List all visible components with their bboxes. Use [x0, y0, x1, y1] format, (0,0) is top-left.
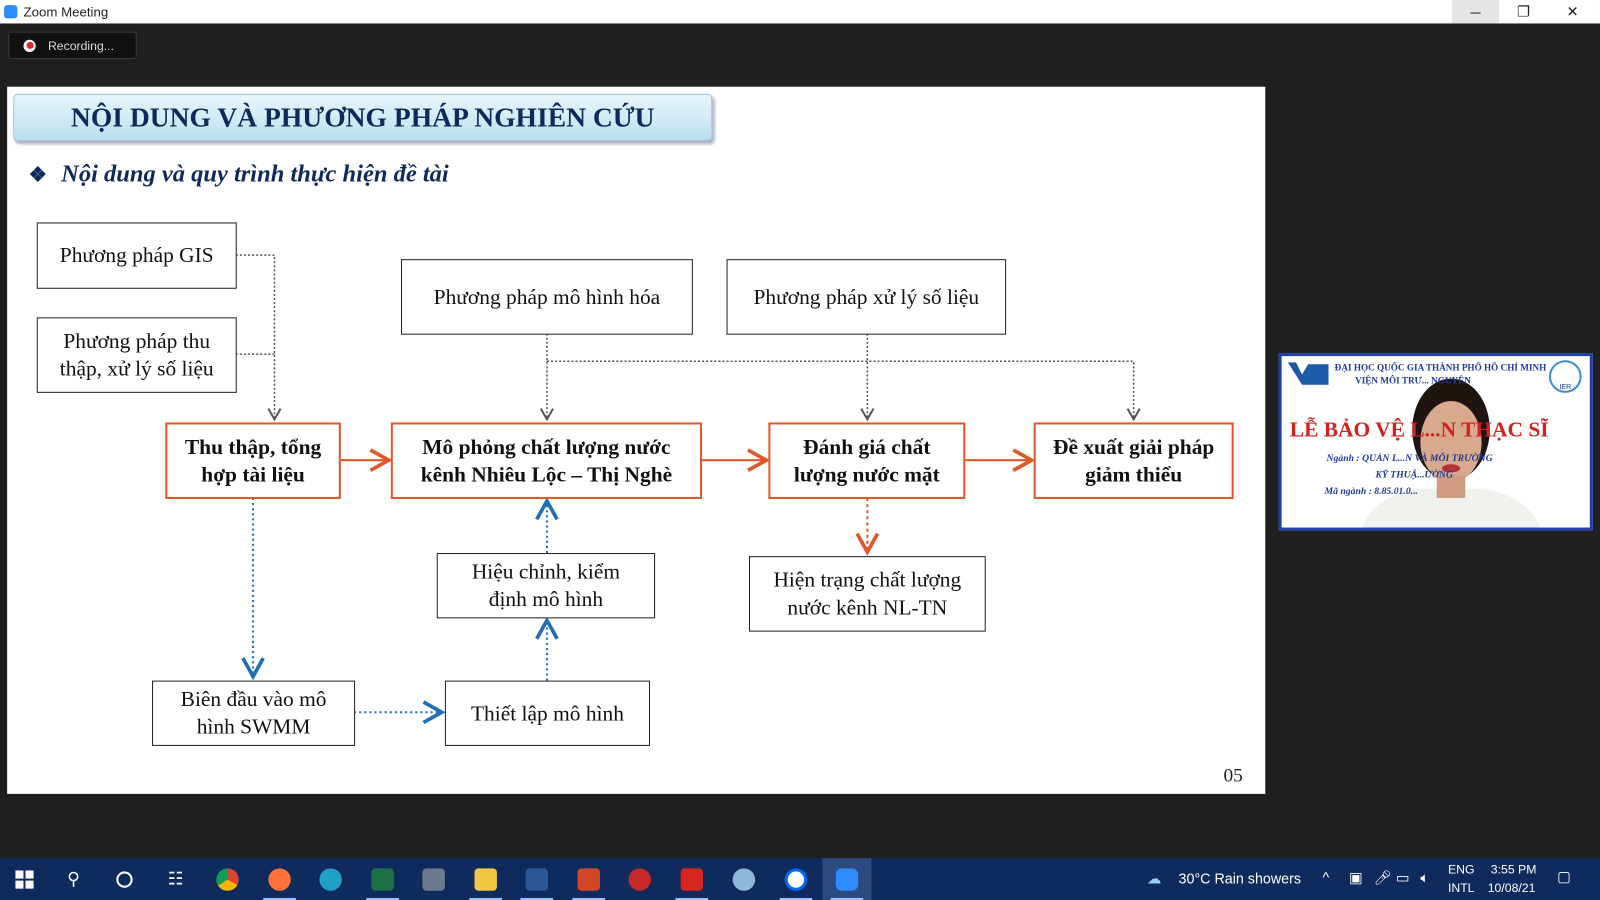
taskbar-excel[interactable] — [358, 858, 407, 900]
windows-icon — [15, 869, 34, 889]
box-calibrate-model: Hiệu chỉnh, kiểm định mô hình — [436, 553, 656, 619]
recording-indicator[interactable]: Recording... — [8, 31, 137, 60]
cortana-button[interactable] — [100, 858, 149, 900]
powerpoint-icon — [577, 867, 600, 891]
window-titlebar: Zoom Meeting ─ ❐ ✕ — [0, 0, 1600, 24]
edge-icon — [319, 867, 342, 891]
word-icon — [525, 867, 548, 891]
battery-icon[interactable]: ▭ — [1395, 869, 1410, 886]
box-collect-method: Phương pháp thu thập, xử lý số liệu — [36, 317, 237, 393]
window-title: Zoom Meeting — [23, 4, 109, 20]
zoom-app-icon — [4, 5, 18, 19]
box-modeling-method: Phương pháp mô hình hóa — [401, 259, 693, 335]
zalo-icon — [784, 867, 808, 891]
taskbar-word[interactable] — [512, 858, 561, 900]
minimize-button[interactable]: ─ — [1452, 0, 1499, 24]
taskbar-app-red[interactable] — [615, 858, 664, 900]
recording-label: Recording... — [47, 38, 114, 53]
video-banner-major: Ngành : QUẢN L...N VÀ MÔI TRƯỜNG — [1326, 454, 1493, 465]
box-gis-method: Phương pháp GIS — [36, 222, 237, 289]
participant-person — [1361, 378, 1541, 528]
restore-button[interactable]: ❐ — [1517, 3, 1530, 20]
university-logo-icon — [1287, 362, 1329, 385]
video-banner-code: Mã ngành : 8.85.01.0... — [1324, 486, 1418, 497]
folder-icon — [474, 867, 497, 891]
slide-subtitle: ❖ Nội dung và quy trình thực hiện đề tài — [29, 161, 449, 189]
clock-time[interactable]: 3:55 PM — [1490, 862, 1537, 877]
firefox-icon — [268, 867, 291, 891]
microphone-icon[interactable]: 🎤︎ — [1373, 869, 1392, 886]
chrome-icon — [216, 867, 239, 891]
slide-title: NỘI DUNG VÀ PHƯƠNG PHÁP NGHIÊN CỨU — [13, 93, 713, 141]
record-icon — [23, 39, 36, 52]
excel-icon — [371, 867, 394, 891]
video-banner-line2: VIỆN MÔI TRƯ... NGUYÊN — [1355, 375, 1471, 386]
language-code[interactable]: ENG — [1447, 862, 1475, 877]
video-banner-line1: ĐẠI HỌC QUỐC GIA THÀNH PHỐ HỒ CHÍ MINH — [1334, 362, 1547, 373]
institute-logo-icon: IER — [1548, 360, 1582, 393]
participant-video[interactable]: ĐẠI HỌC QUỐC GIA THÀNH PHỐ HỒ CHÍ MINH V… — [1278, 353, 1593, 531]
box-model-setup: Thiết lập mô hình — [444, 680, 650, 746]
task-view-button[interactable]: ☷ — [151, 858, 200, 900]
taskbar-zoom[interactable] — [822, 858, 872, 900]
box-assess-water-quality: Đánh giá chất lượng nước mặt — [768, 422, 966, 499]
taskbar-chrome[interactable] — [203, 858, 252, 900]
taskbar-file-explorer[interactable] — [461, 858, 510, 900]
show-hidden-icons[interactable]: ^ — [1322, 869, 1330, 886]
notifications-icon[interactable]: ▢ — [1557, 868, 1571, 885]
page-number: 05 — [1223, 765, 1243, 787]
keyboard-layout[interactable]: INTL — [1447, 880, 1475, 895]
box-boundary-input: Biên đầu vào mô hình SWMM — [152, 680, 356, 746]
logo-text: IER — [1559, 383, 1572, 391]
close-button[interactable]: ✕ — [1566, 3, 1579, 20]
taskbar-paint[interactable] — [719, 858, 768, 900]
weather-icon: ☁ — [1146, 870, 1162, 887]
video-banner-title: LỄ BẢO VỆ L...N THẠC SĨ — [1289, 417, 1549, 442]
start-button[interactable] — [0, 858, 49, 900]
taskbar-calculator[interactable] — [409, 858, 458, 900]
taskbar-firefox[interactable] — [255, 858, 304, 900]
weather-text[interactable]: 30°C Rain showers — [1178, 870, 1301, 887]
windows-taskbar: ⚲ ☷ ☁ 30°C Rain showers ^ ▣ 🎤︎ ▭ 🔈︎ ENG … — [0, 858, 1600, 900]
bullet-icon: ❖ — [28, 164, 47, 187]
box-simulate-water-quality: Mô phỏng chất lượng nước kênh Nhiêu Lộc … — [390, 422, 703, 499]
clock-date[interactable]: 10/08/21 — [1487, 880, 1536, 895]
taskbar-zalo[interactable] — [771, 858, 820, 900]
taskbar-acrobat[interactable] — [667, 858, 716, 900]
paint-icon — [732, 867, 756, 891]
taskbar-powerpoint[interactable] — [564, 858, 613, 900]
box-gather-documents: Thu thập, tổng hợp tài liệu — [165, 422, 341, 499]
app-icon — [628, 867, 652, 891]
connector-hline — [546, 360, 1141, 422]
arrow-gis — [235, 254, 282, 422]
box-propose-solutions: Đề xuất giải pháp giảm thiểu — [1033, 422, 1234, 499]
search-icon: ⚲ — [67, 868, 80, 889]
subtitle-text: Nội dung và quy trình thực hiện đề tài — [61, 161, 449, 188]
volume-icon[interactable]: 🔈︎ — [1420, 869, 1429, 886]
acrobat-icon — [680, 867, 704, 891]
meet-now-icon[interactable]: ▣ — [1348, 869, 1363, 886]
video-banner-major2: KỸ THUẬ...ƯỜNG — [1375, 470, 1454, 481]
search-button[interactable]: ⚲ — [49, 858, 98, 900]
task-view-icon: ☷ — [167, 868, 184, 889]
box-data-processing-method: Phương pháp xử lý số liệu — [726, 259, 1007, 335]
box-water-quality-status: Hiện trạng chất lượng nước kênh NL-TN — [748, 556, 986, 632]
taskbar-edge[interactable] — [306, 858, 355, 900]
zoom-icon — [835, 867, 859, 891]
cortana-icon — [116, 870, 133, 888]
calculator-icon — [422, 867, 445, 891]
